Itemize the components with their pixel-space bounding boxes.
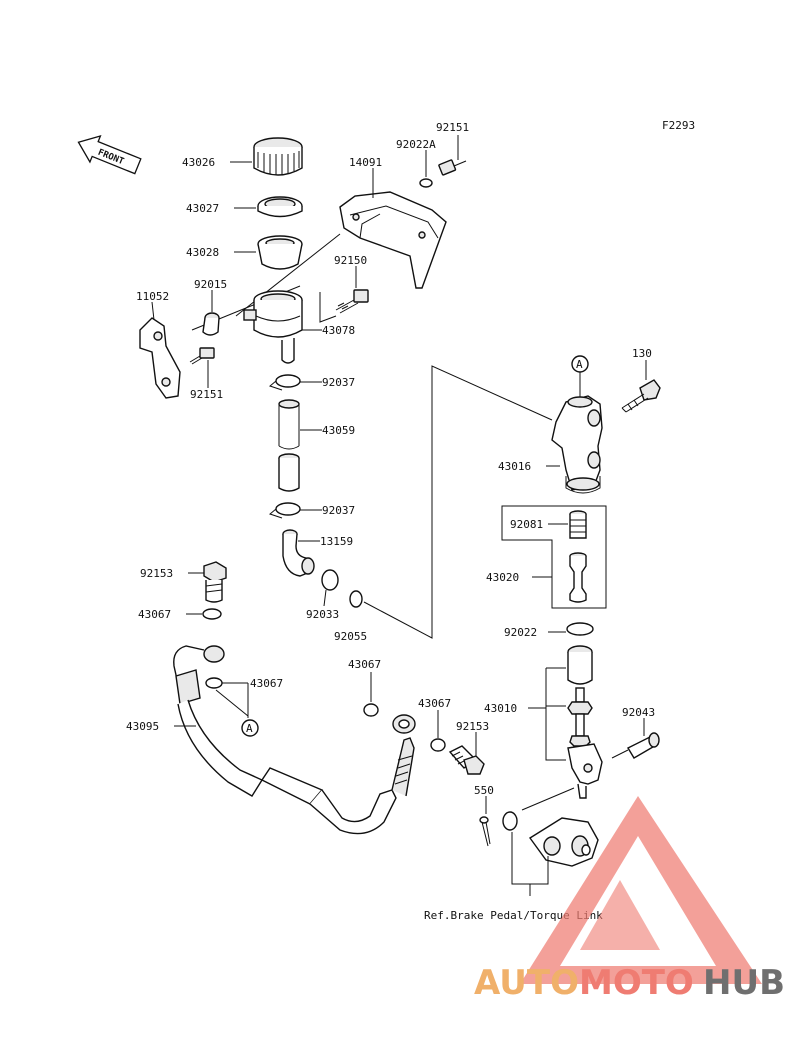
- watermark-part1: AUTO: [474, 963, 579, 1003]
- clip-92037-top: [268, 374, 301, 391]
- label-43026: 43026: [182, 156, 215, 169]
- label-43067-mid: 43067: [348, 658, 381, 671]
- hose-43059: [278, 399, 300, 492]
- reservoir-cap: [253, 137, 303, 176]
- washer-43067-right: [430, 738, 446, 752]
- bolt-130: [621, 379, 661, 413]
- cap-92081: [569, 510, 587, 539]
- banjo-bolt-92153-left: [203, 561, 227, 603]
- bracket-11052: [139, 317, 181, 399]
- washer-92022a: [419, 178, 433, 188]
- diaphragm-plate: [257, 196, 303, 218]
- label-43067-right: 43067: [418, 697, 451, 710]
- bolt-92151-top: [438, 159, 467, 176]
- label-43059: 43059: [322, 424, 355, 437]
- washer-43067-left-top: [202, 608, 222, 620]
- elbow-13159: [282, 529, 315, 577]
- reservoir-cover: [339, 191, 447, 289]
- oring-92055: [349, 590, 363, 608]
- circlip-92022: [566, 622, 594, 636]
- label-92153-left: 92153: [140, 567, 173, 580]
- label-43016: 43016: [498, 460, 531, 473]
- washer-43067-mid: [363, 703, 379, 717]
- label-92055: 92055: [334, 630, 367, 643]
- label-92022a: 92022A: [396, 138, 436, 151]
- label-92081: 92081: [510, 518, 543, 531]
- label-92151-bottom: 92151: [190, 388, 223, 401]
- label-43078: 43078: [322, 324, 355, 337]
- label-92150: 92150: [334, 254, 367, 267]
- label-92043: 92043: [622, 706, 655, 719]
- label-43095: 43095: [126, 720, 159, 733]
- piston-43020: [569, 552, 587, 603]
- label-92151-top: 92151: [436, 121, 469, 134]
- pedal-clevis: [528, 817, 599, 867]
- master-cylinder-43016: [551, 395, 603, 494]
- collar-92015: [202, 312, 220, 336]
- label-14091: 14091: [349, 156, 382, 169]
- label-43010: 43010: [484, 702, 517, 715]
- callout-a-right-letter: A: [576, 358, 583, 371]
- diagram-code: F2293: [662, 119, 695, 132]
- pushrod-43010: [567, 645, 603, 799]
- piston-kit-frame: [501, 505, 607, 609]
- washer-pedal: [502, 811, 518, 831]
- automotohub-logo: [520, 796, 762, 984]
- cotter-pin-550: [479, 816, 491, 847]
- brake-hose-43095: [173, 645, 416, 835]
- ref-note: Ref.Brake Pedal/Torque Link: [424, 909, 603, 922]
- label-92037-bottom: 92037: [322, 504, 355, 517]
- front-arrow-icon: FRONT: [77, 135, 142, 175]
- bolt-92151-bottom: [189, 347, 215, 365]
- label-92015: 92015: [194, 278, 227, 291]
- diaphragm: [257, 235, 303, 270]
- label-43067-left-bottom: 43067: [250, 677, 283, 690]
- callout-a-left: [241, 719, 259, 737]
- banjo-bolt-92153-right: [448, 745, 485, 775]
- pin-92043: [611, 732, 660, 759]
- label-13159: 13159: [320, 535, 353, 548]
- label-92037-top: 92037: [322, 376, 355, 389]
- label-550: 550: [474, 784, 494, 797]
- label-130: 130: [632, 347, 652, 360]
- label-92153-right: 92153: [456, 720, 489, 733]
- label-43020: 43020: [486, 571, 519, 584]
- label-11052: 11052: [136, 290, 169, 303]
- bolt-92150: [335, 289, 369, 314]
- callout-a-left-letter: A: [246, 722, 253, 735]
- washer-43067-left-bottom: [205, 677, 223, 689]
- label-43027: 43027: [186, 202, 219, 215]
- label-43028: 43028: [186, 246, 219, 259]
- reservoir-body: [243, 290, 303, 364]
- watermark-part3: HUB: [703, 963, 785, 1003]
- label-92022: 92022: [504, 626, 537, 639]
- circlip-92033: [321, 569, 339, 591]
- label-43067-left-top: 43067: [138, 608, 171, 621]
- clip-92037-bottom: [268, 502, 301, 519]
- watermark-part2: MOTO: [579, 963, 694, 1003]
- label-92033: 92033: [306, 608, 339, 621]
